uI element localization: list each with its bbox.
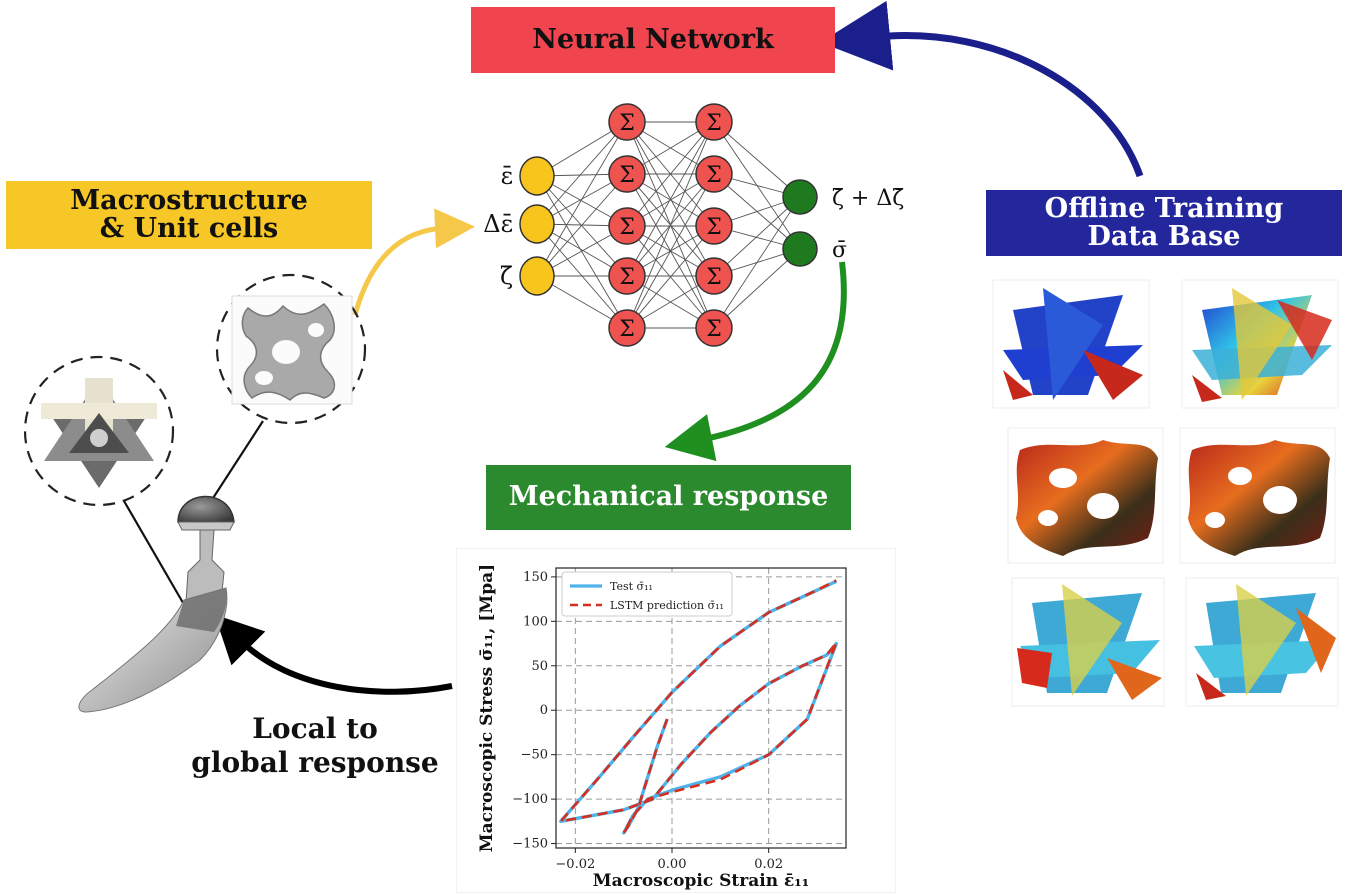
y-tick-label: −100 [512, 792, 548, 807]
network-edge [626, 173, 715, 329]
offline-training-title: Offline Training Data Base [986, 190, 1342, 256]
sigma-symbol: Σ [619, 163, 635, 188]
network-edge [713, 121, 801, 198]
network-connections [536, 121, 801, 329]
mechanical-response-title-text: Mechanical response [508, 481, 829, 513]
sigma-symbol: Σ [706, 163, 722, 188]
hidden-neuron [608, 309, 646, 347]
y-tick-label: 150 [523, 570, 548, 585]
input-label: Δε̄ [483, 210, 513, 238]
database-sample-5 [1011, 577, 1165, 707]
octet-unit-cell-image [41, 378, 157, 488]
output-label: ζ̄ + Δζ̄ [832, 186, 904, 211]
arrow-to-response [664, 261, 847, 462]
database-sample-4 [1179, 427, 1336, 564]
hidden-neuron [608, 103, 646, 141]
y-tick-label: −50 [521, 748, 548, 763]
network-edge [713, 196, 801, 277]
network-edge [626, 121, 715, 227]
chart-y-axis-label: Macroscopic Stress σ̄₁₁, [Mpa] [477, 564, 497, 852]
chart-x-axis-label: Macroscopic Strain ε̄₁₁ [593, 871, 809, 891]
mechanical-response-title: Mechanical response [486, 465, 851, 530]
sigma-symbol: Σ [619, 215, 635, 240]
legend-box [561, 571, 733, 617]
database-sample-3 [1007, 427, 1164, 564]
sigma-symbol: Σ [706, 215, 722, 240]
input-neuron [519, 156, 555, 196]
input-neuron [519, 256, 555, 296]
hidden-neuron [695, 257, 733, 295]
neural-network-title: Neural Network [471, 7, 835, 73]
macrostructure-title-line1: Macrostructure [70, 184, 308, 216]
y-tick-label: 0 [540, 703, 548, 718]
stress-strain-chart: −0.02 0.00 0.02 −150 −100 −50 0 50 100 150 Test σ… [456, 548, 896, 893]
tpms-unit-cell-image [241, 303, 336, 401]
network-edge [713, 196, 801, 329]
database-sample-1 [992, 279, 1150, 409]
hidden-neuron [608, 257, 646, 295]
connector-line-octet [123, 500, 187, 609]
local-to-global-label: Local to global response [190, 712, 440, 779]
network-edge [713, 248, 801, 329]
legend-label: Test σ̄₁₁ [610, 580, 653, 593]
macrostructure-title-line2: & Unit cells [99, 213, 279, 244]
x-tick-label: 0.02 [754, 857, 783, 872]
chart-series-group [559, 579, 838, 835]
network-edge [536, 175, 628, 329]
database-sample-6 [1185, 577, 1339, 707]
arrow-to-implant [214, 614, 453, 695]
unit-cell-circle-tpms [215, 273, 367, 425]
y-tick-label: −150 [512, 837, 548, 852]
sigma-symbol: Σ [619, 265, 635, 290]
network-edge [626, 121, 715, 277]
hidden-neuron [695, 309, 733, 347]
arrow-to-network [820, 0, 1144, 178]
x-tick-label: 0.00 [658, 857, 687, 872]
chart-legend: Test σ̄₁₁ LSTM prediction σ̄₁₁ [561, 571, 733, 617]
hidden-neuron [695, 207, 733, 245]
sigma-symbol: Σ [706, 111, 722, 136]
input-label: ε̄ [501, 162, 513, 190]
arrow-to-network-inputs [352, 208, 475, 316]
input-label: ζ̄ [500, 262, 513, 290]
offline-title-line1: Offline Training [1044, 192, 1284, 224]
macrostructure-title: Macrostructure & Unit cells [6, 181, 372, 249]
output-neuron [782, 231, 818, 267]
network-edge [626, 121, 715, 329]
chart-ticks: −0.02 0.00 0.02 −150 −100 −50 0 50 100 150 [512, 570, 783, 872]
network-edge [626, 225, 715, 329]
hidden-neuron [608, 155, 646, 193]
hip-implant-image [78, 495, 235, 713]
sigma-symbol: Σ [706, 265, 722, 290]
hidden-neuron [608, 207, 646, 245]
series-lstm-prediction-line [559, 579, 838, 835]
output-label: σ̄ [832, 238, 847, 263]
local-label-line1: Local to [252, 712, 378, 745]
local-label-line2: global response [191, 745, 439, 779]
chart-axes-box [555, 567, 847, 849]
y-tick-label: 100 [523, 614, 548, 629]
unit-cell-circle-octet [23, 355, 175, 507]
hidden-neuron [695, 155, 733, 193]
network-edge [536, 121, 628, 277]
network-edge [536, 121, 628, 225]
neural-network-title-text: Neural Network [532, 23, 774, 55]
sigma-symbol: Σ [706, 317, 722, 342]
x-tick-label: −0.02 [555, 857, 595, 872]
sigma-symbol: Σ [619, 317, 635, 342]
network-edge [536, 173, 628, 277]
y-tick-label: 50 [531, 659, 548, 674]
network-edge [536, 175, 628, 277]
offline-title-line2: Data Base [1087, 221, 1241, 252]
input-neuron [519, 204, 555, 244]
legend-label: LSTM prediction σ̄₁₁ [610, 599, 724, 612]
output-neuron [782, 179, 818, 215]
sigma-symbol: Σ [619, 111, 635, 136]
hidden-neuron [695, 103, 733, 141]
database-sample-2 [1181, 279, 1339, 409]
